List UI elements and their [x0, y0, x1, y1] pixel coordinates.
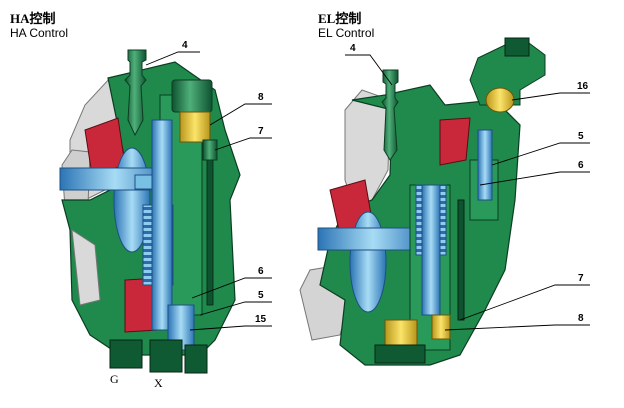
el-lever-4: [381, 69, 399, 161]
el-side-rod-7: [457, 199, 465, 321]
el-yellow-part-8: [431, 314, 451, 340]
el-callout-7: 7: [578, 273, 584, 284]
ha-port-g-label: G: [110, 372, 119, 386]
el-blue-cradle: [349, 211, 387, 313]
leader-lines: [145, 51, 590, 331]
leader-ha-5: [199, 301, 272, 316]
ha-callout-6: 6: [258, 266, 264, 277]
leader-el-7: [459, 284, 590, 321]
leader-ha-8: [209, 103, 272, 126]
leader-el-4: [345, 54, 393, 86]
ha-side-rod-7: [206, 149, 214, 306]
ha-lever-4: [124, 49, 147, 137]
ha-callout-4: 4: [182, 40, 188, 51]
el-piston-rod: [421, 184, 441, 316]
ha-callout-8: 8: [258, 92, 264, 103]
el-callout-8: 8: [578, 313, 584, 324]
ha-callout-15: 15: [255, 314, 267, 325]
el-solenoid-yellow: [485, 87, 515, 113]
el-red-swash-upper: [439, 117, 471, 166]
el-callout-6: 6: [578, 160, 584, 171]
leader-ha-6: [191, 277, 272, 299]
leader-el-16: [511, 92, 590, 101]
ha-port-g-body: [109, 339, 143, 369]
leader-ha-7: [214, 137, 272, 151]
leader-el-5: [491, 142, 590, 166]
ha-callout-7: 7: [258, 126, 264, 137]
leader-ha-4: [145, 51, 200, 66]
ha-callout-5: 5: [258, 290, 264, 301]
el-control-diagram: [299, 37, 546, 366]
el-valve-spool: [477, 129, 493, 201]
leader-el-6: [479, 171, 590, 186]
el-callout-5: 5: [578, 131, 584, 142]
ha-piston-rod: [151, 119, 173, 331]
el-title-en: EL Control: [318, 26, 375, 40]
ha-control-diagram: [59, 49, 241, 374]
ha-port-x-label: X: [154, 376, 163, 390]
ha-title-cn: HA控制: [10, 11, 56, 26]
ha-yellow-part-8: [179, 111, 211, 143]
ha-port-x-body: [149, 339, 183, 373]
leader-el-8: [444, 324, 590, 331]
el-callout-16: 16: [577, 81, 589, 92]
leader-ha-15: [189, 325, 272, 331]
ha-title-en: HA Control: [10, 26, 69, 40]
el-callout-4: 4: [350, 43, 356, 54]
el-title-cn: EL控制: [318, 11, 362, 26]
